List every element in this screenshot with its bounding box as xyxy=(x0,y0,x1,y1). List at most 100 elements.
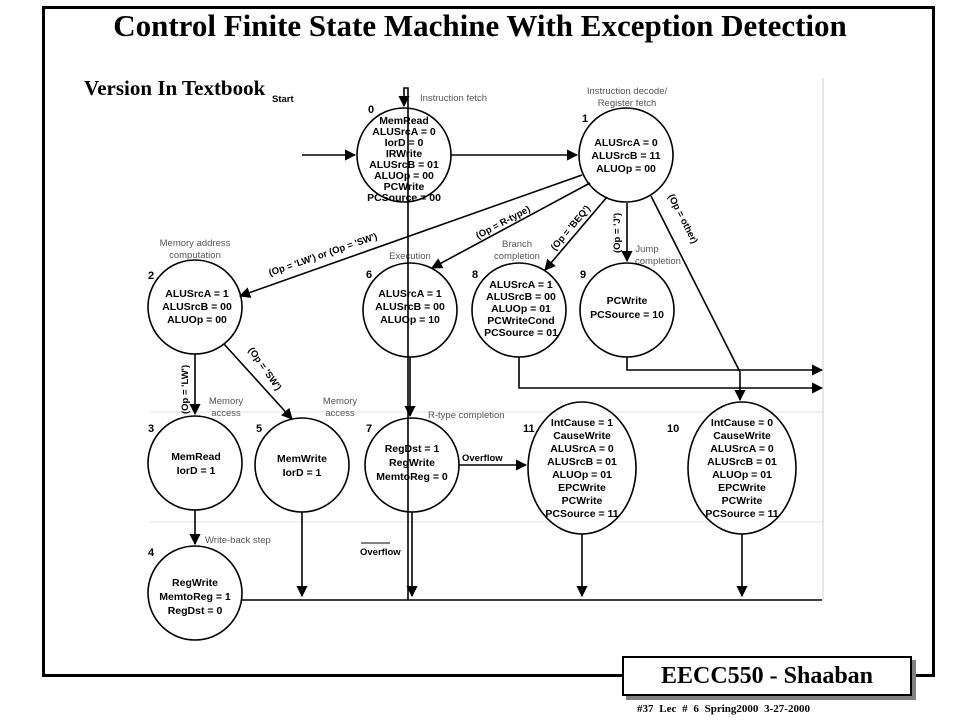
course-badge-face: EECC550 - Shaaban xyxy=(622,656,912,696)
state-10-line: ALUOp = 01 xyxy=(712,469,772,481)
state-0-line: ALUSrcA = 0 xyxy=(372,126,436,138)
label-beq: (Op = 'BEQ') xyxy=(549,203,593,253)
state-3-line: MemRead xyxy=(171,451,221,463)
caption-register-fetch: Register fetch xyxy=(598,98,657,109)
state-5-number: 5 xyxy=(256,423,262,435)
caption-jump: Jump xyxy=(635,244,658,255)
state-1-line: ALUOp = 00 xyxy=(596,163,656,175)
state-0-line: IorD = 0 xyxy=(385,137,424,149)
state-8-line: ALUSrcA = 1 xyxy=(489,279,553,291)
state-2-line: ALUSrcA = 1 xyxy=(165,288,229,300)
slide-subtitle: Version In Textbook xyxy=(84,76,266,100)
state-11-line: ALUOp = 01 xyxy=(552,469,612,481)
state-0-line: PCSource = 00 xyxy=(367,192,441,204)
state-4-number: 4 xyxy=(148,547,155,559)
state-8-number: 8 xyxy=(472,269,478,281)
state-10-line: PCWrite xyxy=(722,495,763,507)
label-start: Start xyxy=(272,94,294,105)
state-10: 10 IntCause = 0 CauseWrite ALUSrcA = 0 A… xyxy=(667,401,797,535)
state-9: 9 PCWrite PCSource = 10 xyxy=(579,262,675,358)
state-10-line: IntCause = 0 xyxy=(711,417,773,429)
state-6-line: ALUSrcA = 1 xyxy=(378,288,442,300)
arrow-8-out xyxy=(518,357,824,394)
caption-access-5: access xyxy=(325,408,355,419)
state-7-number: 7 xyxy=(366,423,372,435)
course-badge-text: EECC550 - Shaaban xyxy=(660,663,874,689)
label-lw: (Op = 'LW') xyxy=(180,365,191,414)
state-4-line: MemtoReg = 1 xyxy=(159,591,231,603)
state-11-line: CauseWrite xyxy=(553,430,611,442)
arrow-1-to-6 xyxy=(431,182,591,269)
arrow-2-to-5 xyxy=(223,343,293,420)
state-7: 7 RegDst = 1 RegWrite MemtoReg = 0 xyxy=(364,417,460,513)
course-badge: EECC550 - Shaaban xyxy=(622,656,916,700)
state-1-number: 1 xyxy=(582,113,588,125)
state-10-line: EPCWrite xyxy=(718,482,766,494)
state-8-line: PCSource = 01 xyxy=(484,327,558,339)
state-5: 5 MemWrite IorD = 1 xyxy=(254,417,350,513)
state-11: 11 IntCause = 1 CauseWrite ALUSrcA = 0 A… xyxy=(523,401,637,535)
state-6: 6 ALUSrcA = 1 ALUSrcB = 00 ALUOp = 10 xyxy=(362,262,458,358)
state-6-line: ALUOp = 10 xyxy=(380,314,440,326)
state-0-line: MemRead xyxy=(379,115,429,127)
arrow-1-to-10 xyxy=(650,195,746,402)
caption-computation: computation xyxy=(169,250,221,261)
state-3-line: IorD = 1 xyxy=(177,465,216,477)
caption-memory-access-3: Memory xyxy=(209,396,244,407)
caption-decode: Instruction decode/ xyxy=(587,86,668,97)
state-1-line: ALUSrcB = 11 xyxy=(591,150,660,162)
state-0-line: ALUOp = 00 xyxy=(374,170,434,182)
state-11-line: IntCause = 1 xyxy=(551,417,613,429)
state-11-line: PCSource = 11 xyxy=(545,508,618,520)
state-2: 2 ALUSrcA = 1 ALUSrcB = 00 ALUOp = 00 xyxy=(147,259,243,355)
caption-memory-address: Memory address xyxy=(160,238,231,249)
state-3-number: 3 xyxy=(148,423,154,435)
state-0: 0 MemRead ALUSrcA = 0 IorD = 0 IRWrite A… xyxy=(356,104,452,204)
caption-rtype-completion: R-type completion xyxy=(428,410,505,421)
state-10-line: PCSource = 11 xyxy=(705,508,778,520)
slide-title: Control Finite State Machine With Except… xyxy=(113,8,847,43)
arrow-1-to-2 xyxy=(238,174,583,298)
label-lw-or-sw: (Op = 'LW') or (Op = 'SW') xyxy=(267,231,378,279)
arrow-1-to-8 xyxy=(544,196,608,271)
state-3: 3 MemRead IorD = 1 xyxy=(147,415,243,511)
label-sw: (Op = 'SW') xyxy=(246,345,284,392)
state-0-line: PCWrite xyxy=(384,181,425,193)
state-8: 8 ALUSrcA = 1 ALUSrcB = 00 ALUOp = 01 PC… xyxy=(471,262,567,358)
state-5-line: MemWrite xyxy=(277,453,327,465)
state-11-number: 11 xyxy=(523,423,535,435)
state-4-line: RegWrite xyxy=(172,577,218,589)
caption-jump-completion: completion xyxy=(635,256,681,267)
state-0-number: 0 xyxy=(368,104,374,116)
caption-memory-access-5: Memory xyxy=(323,396,358,407)
state-10-number: 10 xyxy=(667,423,679,435)
caption-execution: Execution xyxy=(389,251,431,262)
state-0-line: ALUSrcB = 01 xyxy=(369,159,439,171)
caption-branch: Branch xyxy=(502,239,532,250)
state-11-line: EPCWrite xyxy=(558,482,606,494)
state-7-line: RegWrite xyxy=(389,457,435,469)
state-11-line: ALUSrcA = 0 xyxy=(550,443,614,455)
arrow-return-to-0 xyxy=(398,87,410,600)
caption-writeback: Write-back step xyxy=(205,535,271,546)
state-1: 1 ALUSrcA = 0 ALUSrcB = 11 ALUOp = 00 xyxy=(578,107,674,203)
state-10-line: ALUSrcB = 01 xyxy=(707,456,777,468)
state-6-number: 6 xyxy=(366,269,372,281)
state-10-line: ALUSrcA = 0 xyxy=(710,443,774,455)
label-jump: (Op = 'J') xyxy=(612,213,623,253)
state-4-line: RegDst = 0 xyxy=(168,605,223,617)
caption-instruction-fetch: Instruction fetch xyxy=(420,93,487,104)
label-no-overflow: Overflow xyxy=(360,547,401,558)
state-7-line: RegDst = 1 xyxy=(385,443,440,455)
state-1-line: ALUSrcA = 0 xyxy=(594,137,658,149)
state-2-line: ALUSrcB = 00 xyxy=(162,301,232,313)
state-7-line: MemtoReg = 0 xyxy=(376,471,448,483)
state-2-number: 2 xyxy=(148,270,154,282)
state-8-line: ALUOp = 01 xyxy=(491,303,551,315)
state-5-line: IorD = 1 xyxy=(283,467,322,479)
slide-footer-info: #37 Lec # 6 Spring2000 3-27-2000 xyxy=(637,703,810,715)
state-9-line: PCSource = 10 xyxy=(590,309,664,321)
state-9-number: 9 xyxy=(580,269,586,281)
state-8-line: PCWriteCond xyxy=(487,315,554,327)
